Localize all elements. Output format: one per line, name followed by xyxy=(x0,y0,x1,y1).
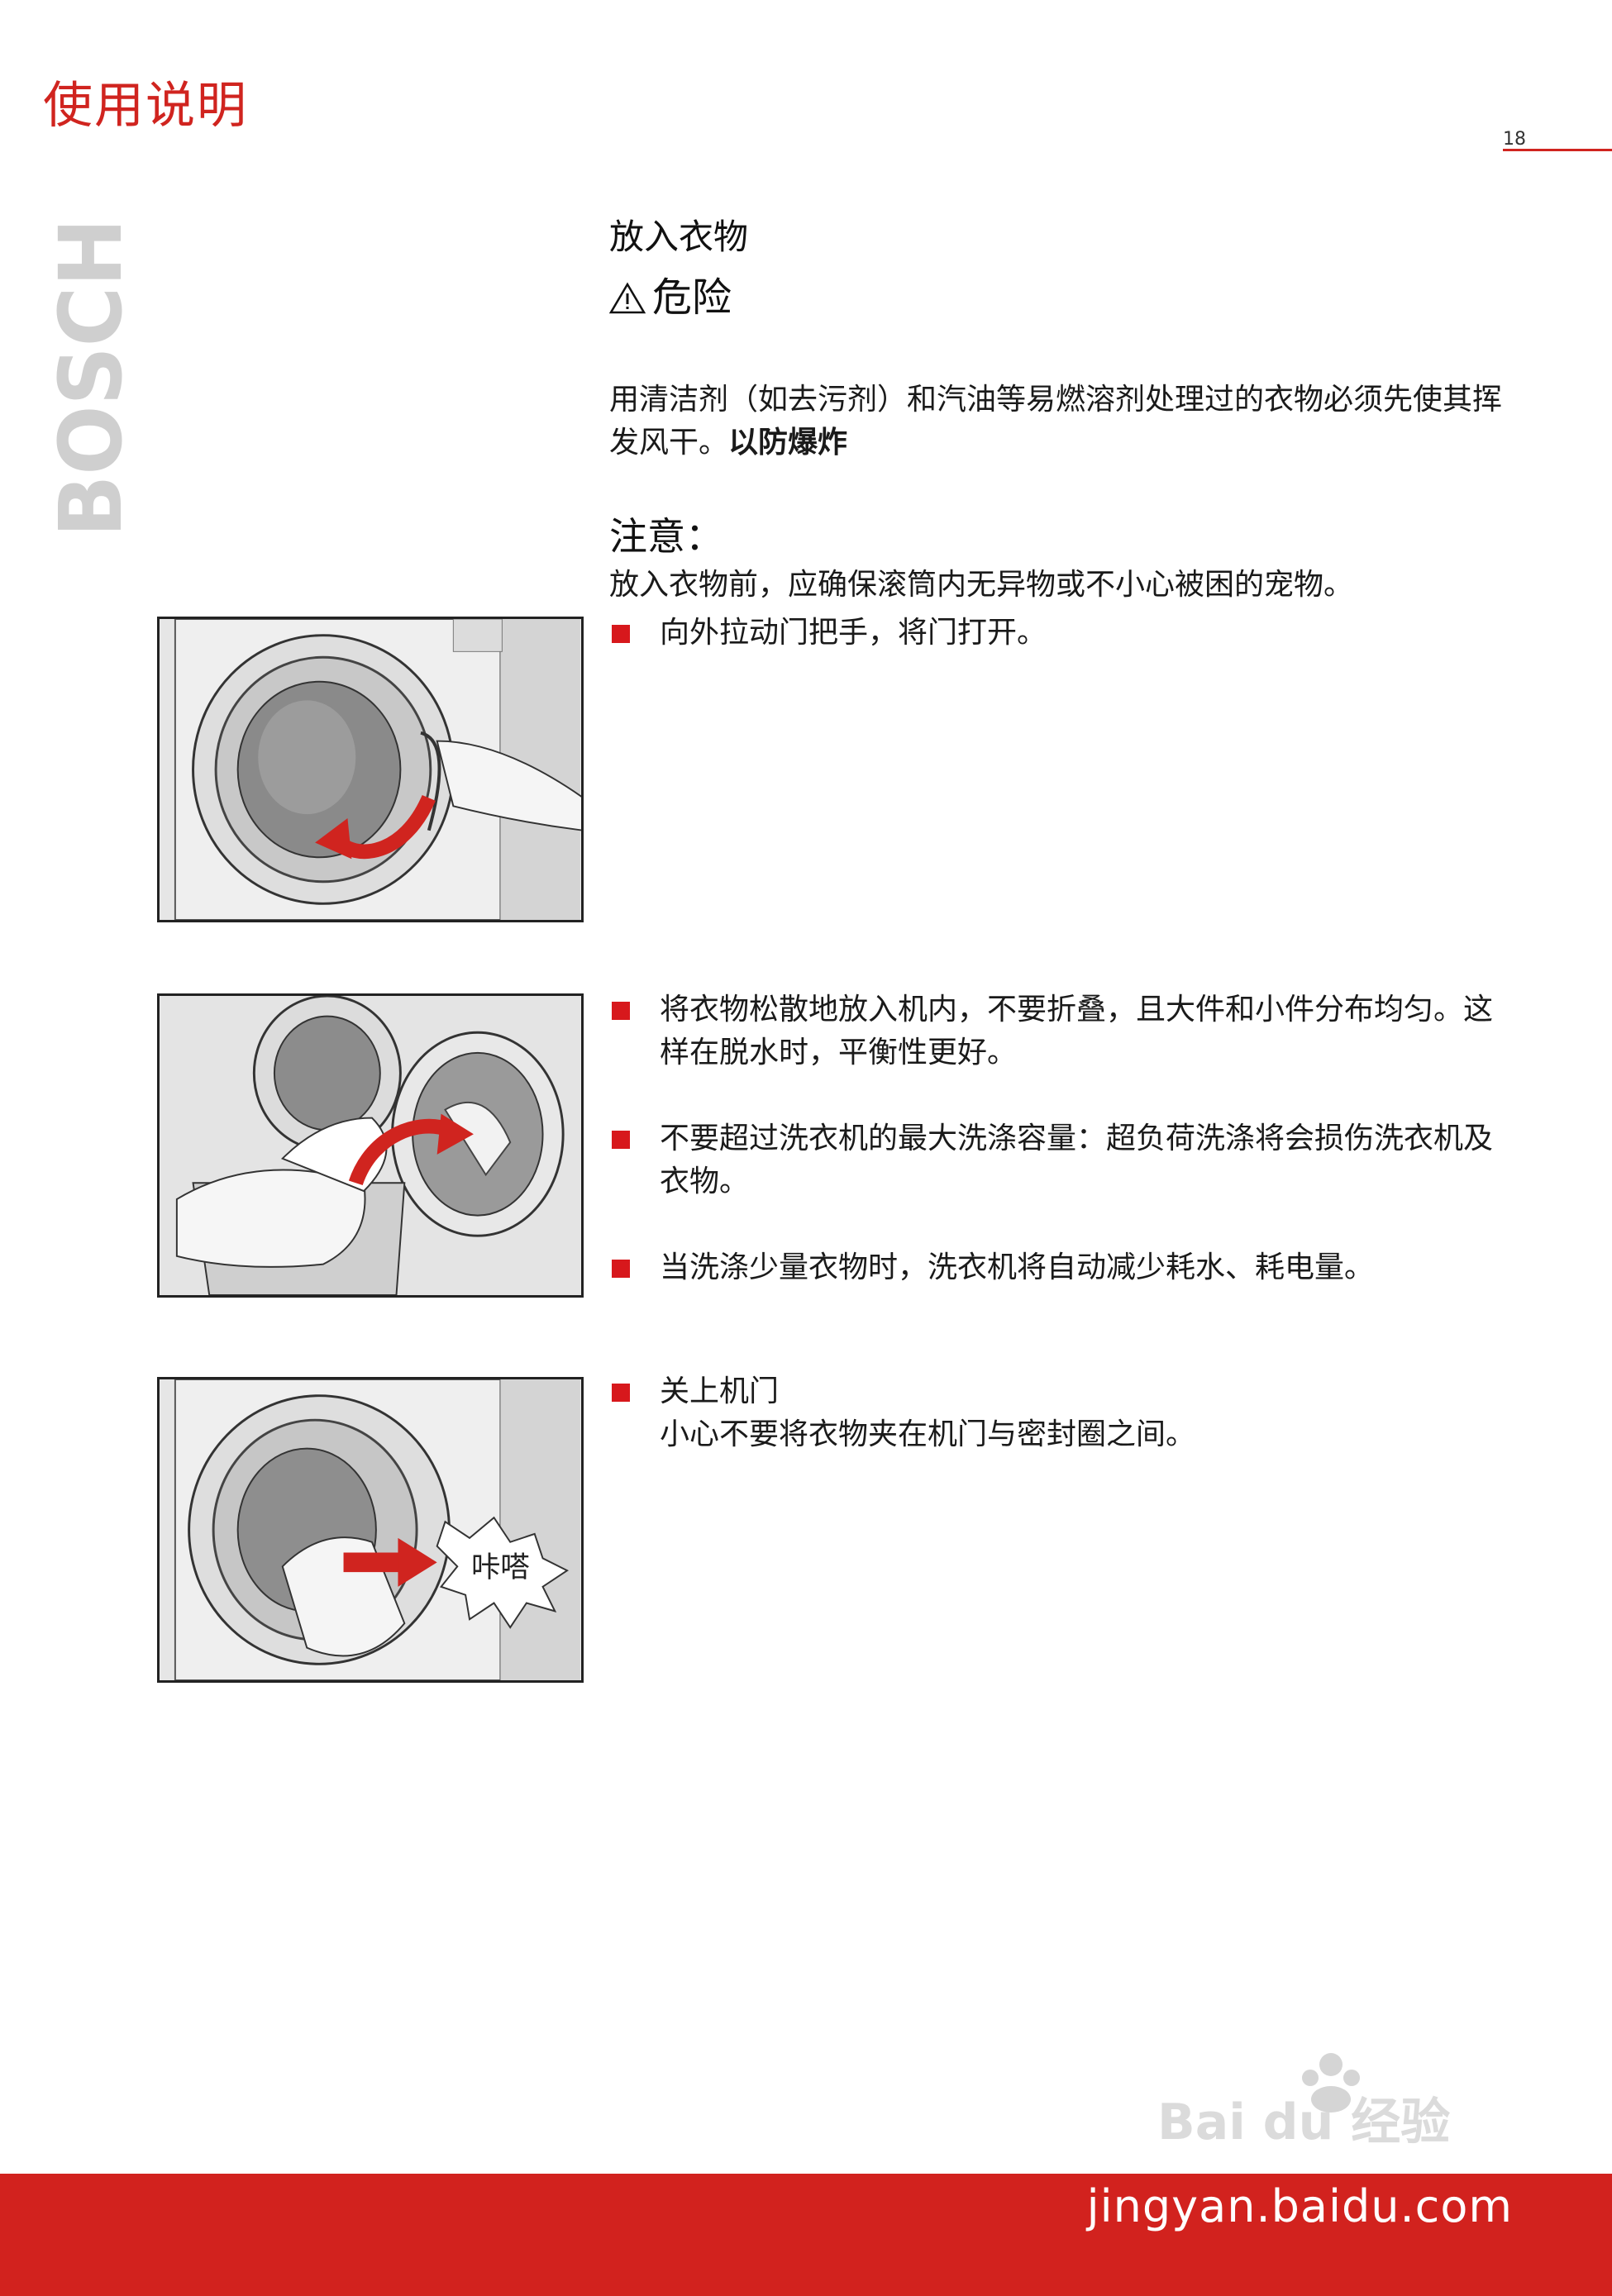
washer-close-door-illustration: 咔嗒 xyxy=(160,1379,580,1680)
header-rule xyxy=(1503,149,1612,151)
step-subtext: 小心不要将衣物夹在机门与密封圈之间。 xyxy=(660,1417,1196,1451)
washer-open-door-illustration xyxy=(160,619,581,920)
bosch-logo-text: BOSCH xyxy=(48,218,131,537)
step-text: 将衣物松散地放入机内，不要折叠，且大件和小件分布均匀。这样在脱水时，平衡性更好。 xyxy=(660,993,1494,1069)
danger-paragraph: 用清洁剂（如去污剂）和汽油等易燃溶剂处理过的衣物必须先使其挥发风干。以防爆炸 xyxy=(609,379,1519,464)
square-bullet-icon xyxy=(612,1260,630,1278)
step-text: 不要超过洗衣机的最大洗涤容量：超负荷洗涤将会损伤洗衣机及衣物。 xyxy=(660,1122,1494,1198)
danger-text-bold: 以防爆炸 xyxy=(728,426,848,460)
bosch-logo: BOSCH xyxy=(48,218,131,537)
square-bullet-icon xyxy=(612,1131,630,1149)
square-bullet-icon xyxy=(612,625,630,643)
danger-text: 用清洁剂（如去污剂）和汽油等易燃溶剂处理过的衣物必须先使其挥发风干。 xyxy=(609,383,1503,460)
document-title: 使用说明 xyxy=(43,77,248,135)
notice-text: 放入衣物前，应确保滚筒内无异物或不小心被困的宠物。 xyxy=(609,568,1354,602)
page-number: 18 xyxy=(1503,129,1526,150)
figure-open-door xyxy=(157,617,584,922)
notice-title: 注意： xyxy=(609,514,723,559)
warning-triangle-icon xyxy=(609,282,646,314)
footer-url: jingyan.baidu.com xyxy=(1086,2180,1513,2232)
baidu-jingyan-watermark: Bai du 经验 xyxy=(1157,2053,1450,2151)
figure-close-door: 咔嗒 xyxy=(157,1377,584,1683)
square-bullet-icon xyxy=(612,1384,630,1402)
click-sound-label: 咔嗒 xyxy=(471,1551,530,1584)
figure-load-laundry xyxy=(157,993,584,1298)
step-text: 当洗涤少量衣物时，洗衣机将自动减少耗水、耗电量。 xyxy=(660,1250,1375,1284)
section-title: 放入衣物 xyxy=(609,217,749,257)
step-text: 向外拉动门把手，将门打开。 xyxy=(660,616,1047,650)
square-bullet-icon xyxy=(612,1002,630,1020)
danger-heading: 危险 xyxy=(609,274,732,322)
washer-loading-illustration xyxy=(160,996,580,1295)
watermark-text: Bai du 经验 xyxy=(1157,2094,1450,2151)
danger-label: 危险 xyxy=(652,274,732,321)
step-title: 关上机门 xyxy=(660,1374,780,1408)
footer-band xyxy=(0,2174,1612,2296)
step-text: 关上机门 小心不要将衣物夹在机门与密封圈之间。 xyxy=(660,1370,1519,1456)
